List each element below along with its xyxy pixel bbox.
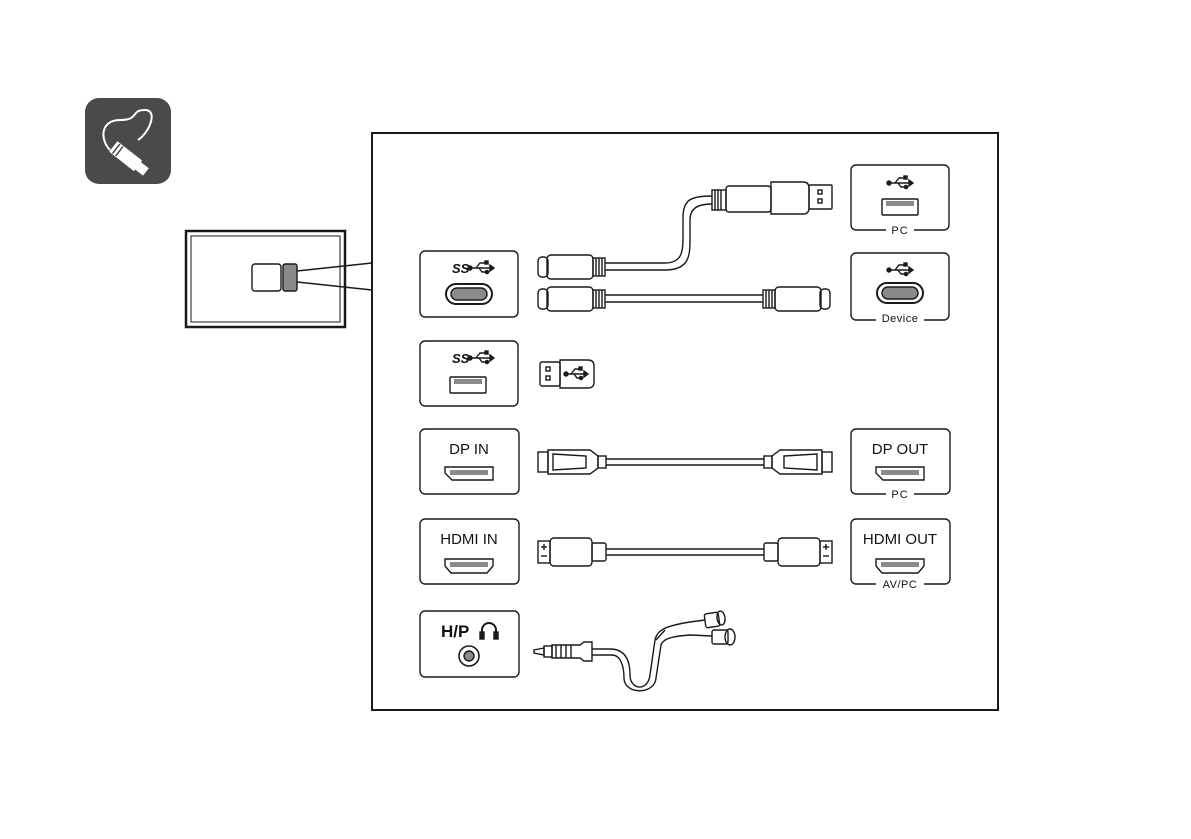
usb-flash-drive xyxy=(540,360,594,388)
svg-text:HDMI IN: HDMI IN xyxy=(440,531,498,548)
cable-hdmi xyxy=(538,538,832,566)
port-hdmi-out: HDMI OUT AV/PC xyxy=(851,519,950,591)
port-usb-pc: PC xyxy=(851,165,949,237)
port-dp-out: DP OUT PC xyxy=(851,429,950,501)
cable-displayport xyxy=(538,450,832,474)
ss-usb-icon: SS xyxy=(452,351,470,366)
svg-text:PC: PC xyxy=(891,225,908,237)
usb-trident-icon xyxy=(564,367,588,380)
svg-text:DP OUT: DP OUT xyxy=(872,441,928,458)
usb-trident-icon xyxy=(468,351,494,364)
port-usb-a-ss: SS xyxy=(420,341,518,406)
monitor-back-panel xyxy=(186,231,345,327)
headphone-icon xyxy=(480,623,498,639)
svg-text:HDMI OUT: HDMI OUT xyxy=(863,531,937,548)
svg-text:DP IN: DP IN xyxy=(449,441,489,458)
svg-text:PC: PC xyxy=(891,489,908,501)
callout-lines xyxy=(297,263,372,290)
cable-audio-splitter xyxy=(534,611,735,691)
port-headphone: H/P xyxy=(420,611,519,677)
svg-text:Device: Device xyxy=(882,313,919,325)
port-usb-device: Device xyxy=(851,253,949,326)
port-usb-c-ss: SS xyxy=(420,251,518,317)
port-hdmi-in: HDMI IN xyxy=(420,519,519,584)
ss-usb-icon: SS xyxy=(452,261,470,276)
usb-trident-icon xyxy=(887,176,913,189)
svg-text:H/P: H/P xyxy=(441,622,469,641)
port-dp-in: DP IN xyxy=(420,429,519,494)
usb-trident-icon xyxy=(887,263,913,276)
svg-text:AV/PC: AV/PC xyxy=(883,579,918,591)
cable-usb-c-to-usb-a xyxy=(538,182,832,279)
cable-plug-icon xyxy=(85,98,171,184)
cable-usb-c-to-usb-c xyxy=(538,287,830,311)
usb-trident-icon xyxy=(468,261,494,274)
